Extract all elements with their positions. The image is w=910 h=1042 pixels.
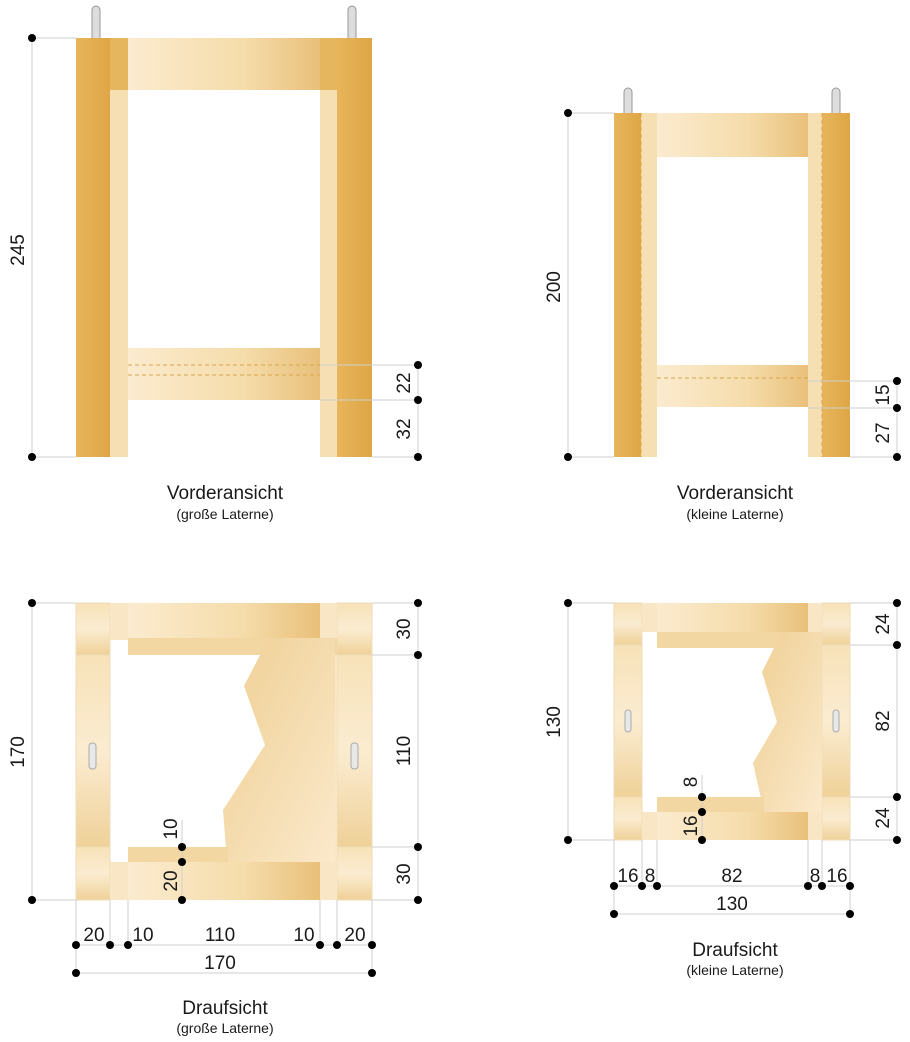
depth-label: 170 [8, 736, 29, 768]
dim-label: 32 [394, 418, 415, 439]
dim-label: 110 [394, 736, 415, 766]
view-title: Vorderansicht [167, 483, 284, 504]
dim-label: 10 [293, 925, 314, 946]
top-rail-shade [110, 38, 128, 90]
door-panel [753, 632, 822, 812]
post-right [822, 113, 850, 457]
dim-label: 20 [161, 870, 182, 891]
dim-label: 110 [205, 925, 235, 946]
post-left-edge [110, 38, 128, 457]
dim-label: 22 [394, 372, 415, 393]
dim-label: 27 [873, 422, 894, 443]
view-title: Vorderansicht [677, 483, 794, 504]
top-rail [128, 38, 320, 90]
post-right-edge [320, 38, 337, 457]
dim-label: 8 [681, 777, 702, 788]
dim-label: 16 [826, 866, 847, 887]
top-board [128, 603, 320, 638]
dim-label: 8 [810, 866, 821, 887]
slot-icon [350, 742, 359, 770]
bottom-rail [128, 348, 320, 400]
dim-label: 16 [617, 866, 638, 887]
door-panel [223, 638, 335, 862]
dim-label: 8 [645, 866, 656, 887]
view-subtitle: (kleine Laterne) [686, 506, 783, 522]
dim-label: 10 [132, 925, 153, 946]
dim-label: 24 [873, 807, 894, 829]
dim-label: 30 [394, 618, 415, 639]
height-label: 200 [544, 271, 565, 303]
top-board [657, 603, 808, 632]
post-left-edge [641, 113, 657, 457]
top-rail [657, 113, 808, 157]
post-left [614, 113, 641, 457]
dim-label: 10 [161, 818, 182, 839]
top-view-large: 170 30 110 30 10 20 20 10 110 10 20 170 … [8, 599, 422, 1036]
bottom-board [128, 862, 320, 900]
slot-icon [624, 709, 632, 733]
view-subtitle: (große Laterne) [176, 1020, 273, 1036]
view-subtitle: (große Laterne) [176, 506, 273, 522]
view-title: Draufsicht [692, 940, 778, 961]
top-rail-shade [320, 38, 337, 90]
post-right [337, 38, 372, 457]
dim-label: 20 [344, 925, 365, 946]
top-view-small: 130 24 82 24 8 16 16 8 82 8 16 130 Drauf… [544, 599, 901, 978]
height-label: 245 [8, 234, 29, 266]
post-right-edge [808, 113, 822, 457]
dim-label: 82 [873, 710, 894, 731]
dim-label: 82 [721, 866, 742, 887]
depth-label: 130 [544, 706, 565, 738]
front-view-small: 200 15 27 Vorderansicht (kleine Laterne) [544, 87, 901, 522]
dim-label: 15 [873, 384, 894, 405]
hook-icon [831, 87, 841, 113]
view-subtitle: (kleine Laterne) [686, 962, 783, 978]
dim-label: 24 [873, 613, 894, 635]
front-view-large: 245 22 32 Vorderansicht (große Laterne) [8, 5, 422, 522]
post-left [76, 38, 110, 457]
total-label: 130 [716, 894, 748, 915]
slot-icon [832, 709, 840, 733]
dim-label: 30 [394, 863, 415, 884]
slot-icon [88, 742, 97, 770]
dim-label: 16 [681, 815, 702, 836]
view-title: Draufsicht [182, 998, 268, 1019]
hook-icon [623, 87, 633, 113]
dim-label: 20 [83, 925, 104, 946]
hook-icon [91, 5, 101, 38]
bottom-board [657, 812, 808, 840]
hook-icon [347, 5, 357, 38]
bottom-rail [657, 365, 808, 407]
total-label: 170 [204, 953, 236, 974]
